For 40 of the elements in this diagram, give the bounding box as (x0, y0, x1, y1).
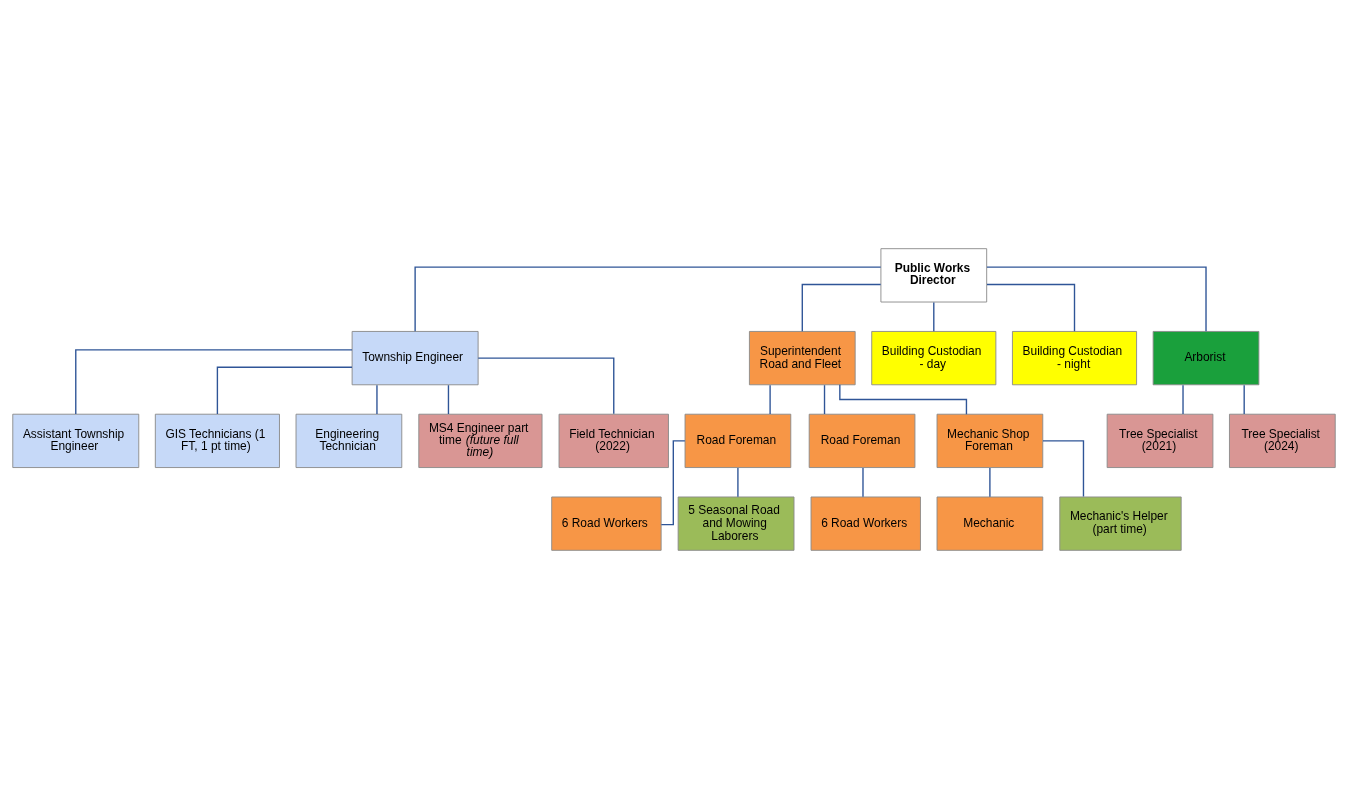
node-box: GIS Technicians (1 FT, 1 pt time) (154, 413, 280, 468)
node-box: Mechanic's Helper (part time) (1059, 496, 1182, 551)
node-box: Road Foreman (684, 413, 792, 468)
node-box: Building Custodian - night (1011, 330, 1138, 385)
connector (823, 384, 826, 415)
node-box: Public Works Director (880, 247, 988, 302)
node-box: Tree Specialist (2024) (1229, 413, 1336, 468)
node-box: Superintendent Road and Fleet (748, 330, 856, 385)
node-box: 5 Seasonal Road and Mowing Laborers (677, 496, 795, 551)
node-box: Township Engineer (351, 330, 479, 385)
connector (986, 265, 1207, 332)
connector (986, 283, 1076, 332)
node-box: Arborist (1152, 330, 1260, 385)
node-box: 6 Road Workers (551, 496, 662, 551)
connector (1042, 439, 1085, 497)
node-box: MS4 Engineer part time (future full time) (418, 413, 543, 468)
connector (737, 466, 739, 497)
node-box: Assistant Township Engineer (12, 413, 140, 468)
node-box: Building Custodian - day (871, 330, 997, 385)
connector (862, 466, 864, 497)
connector (989, 466, 991, 497)
node-box: Field Technician (2022) (558, 413, 669, 468)
connector (1243, 384, 1245, 415)
connector (660, 439, 686, 525)
connector (75, 348, 353, 415)
connector (769, 384, 771, 415)
node-box: Tree Specialist (2021) (1106, 413, 1214, 468)
node-box: Engineering Technician (295, 413, 403, 468)
connector (414, 265, 882, 332)
connector (933, 301, 935, 332)
connector (376, 384, 378, 415)
connector (1182, 384, 1184, 415)
node-box: 6 Road Workers (810, 496, 921, 551)
connector (801, 283, 882, 332)
node-box: Road Foreman (808, 413, 916, 468)
connector (447, 384, 450, 415)
node-box: Mechanic (936, 496, 1044, 551)
node-box: Mechanic Shop Foreman (936, 413, 1044, 468)
connector (477, 356, 615, 414)
connector (216, 366, 353, 415)
